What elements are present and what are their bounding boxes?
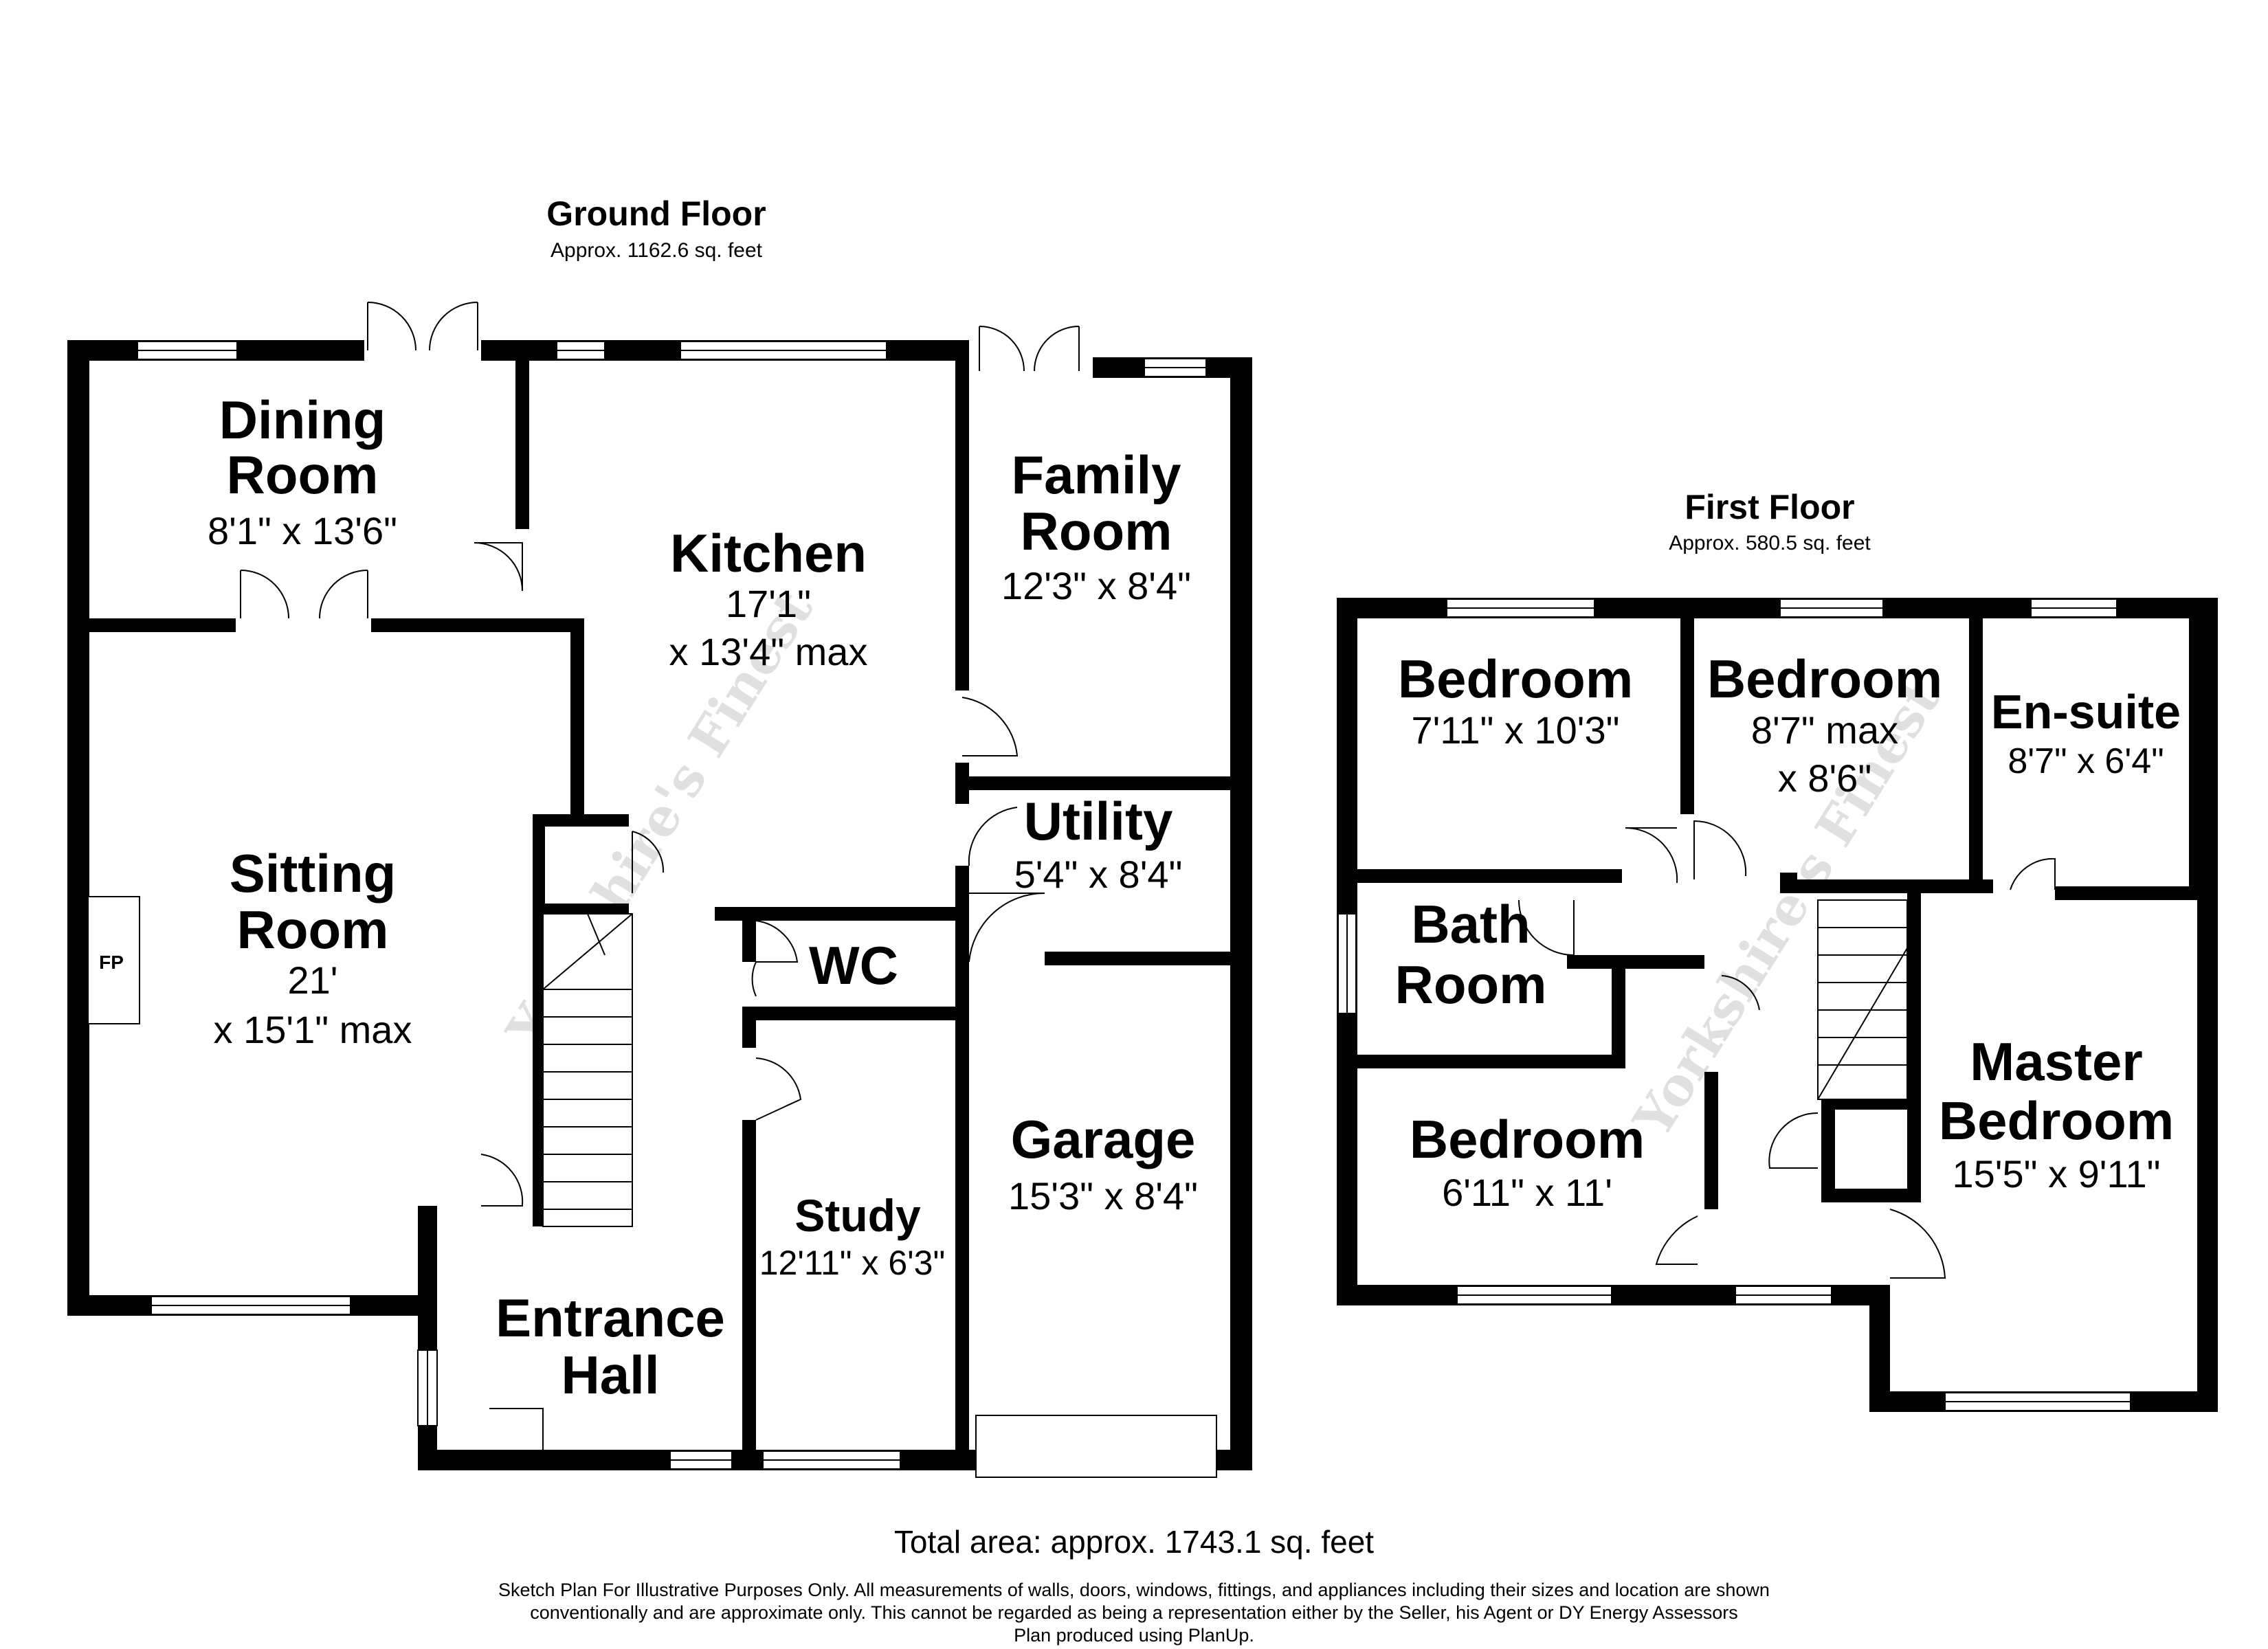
sitting-room-name-1: Sitting — [230, 843, 397, 904]
disclaimer-line-3: Plan produced using PlanUp. — [1014, 1625, 1254, 1646]
master-bedroom-name-2: Bedroom — [1939, 1090, 2174, 1151]
bedroom-3-size: 6'11" x 11' — [1442, 1171, 1612, 1214]
wc-name: WC — [809, 935, 898, 996]
dining-room-size: 8'1" x 13'6" — [208, 509, 397, 552]
master-bedroom-name-1: Master — [1970, 1031, 2142, 1092]
family-room-name-2: Room — [1021, 501, 1172, 561]
bedroom-1-size: 7'11" x 10'3" — [1412, 708, 1620, 752]
bath-room-name-2: Room — [1395, 954, 1547, 1015]
master-bedroom-size: 15'5" x 9'11" — [1953, 1152, 2161, 1196]
sitting-room-name-2: Room — [237, 899, 389, 960]
first-floor-title: First Floor — [1685, 488, 1854, 526]
first-floor-doors — [1518, 820, 2056, 1279]
first-floor-windows — [1337, 598, 2131, 1411]
total-area: Total area: approx. 1743.1 sq. feet — [894, 1524, 1374, 1560]
bedroom-2-size-1: 8'7" max — [1751, 708, 1898, 752]
ensuite-size: 8'7" x 6'4" — [2008, 741, 2164, 781]
entrance-hall-name-1: Entrance — [496, 1288, 725, 1348]
sitting-room-size-2: x 15'1" max — [214, 1008, 412, 1051]
first-floor-area: Approx. 580.5 sq. feet — [1669, 532, 1871, 554]
study-name: Study — [794, 1190, 921, 1241]
study-size: 12'11" x 6'3" — [759, 1244, 946, 1282]
first-floor-staircase — [1817, 899, 1908, 1100]
garage-name: Garage — [1011, 1109, 1196, 1169]
bedroom-2-size-2: x 8'6" — [1778, 756, 1871, 800]
kitchen-name: Kitchen — [670, 523, 867, 583]
dining-room-name-1: Dining — [219, 390, 386, 450]
utility-size: 5'4" x 8'4" — [1014, 853, 1183, 896]
ground-floor-labels: Ground Floor Approx. 1162.6 sq. feet Din… — [208, 194, 1198, 1405]
utility-name: Utility — [1024, 791, 1173, 851]
first-floor-labels: First Floor Approx. 580.5 sq. feet Bedro… — [1395, 488, 2181, 1214]
ground-floor-staircase — [542, 913, 633, 1227]
kitchen-size-2: x 13'4" max — [669, 630, 868, 673]
bath-room-name-1: Bath — [1411, 894, 1530, 954]
ground-floor-title: Ground Floor — [546, 194, 766, 233]
dining-room-name-2: Room — [227, 445, 379, 505]
family-room-name-1: Family — [1011, 445, 1181, 505]
ground-floor-doors — [240, 302, 1080, 1468]
bedroom-3-name: Bedroom — [1410, 1109, 1645, 1169]
sitting-room-size-1: 21' — [288, 958, 338, 1002]
disclaimer-line-2: conventionally and are approximate only.… — [530, 1602, 1738, 1623]
fireplace-label: FP — [99, 952, 124, 973]
ground-floor-windows — [137, 341, 1217, 1478]
ground-floor-area: Approx. 1162.6 sq. feet — [551, 239, 763, 262]
disclaimer-line-1: Sketch Plan For Illustrative Purposes On… — [498, 1580, 1770, 1600]
footer: Total area: approx. 1743.1 sq. feet Sket… — [498, 1524, 1770, 1646]
bedroom-1-name: Bedroom — [1398, 649, 1633, 709]
family-room-size: 12'3" x 8'4" — [1001, 564, 1191, 607]
garage-size: 15'3" x 8'4" — [1008, 1174, 1198, 1218]
ensuite-name: En-suite — [1991, 685, 2181, 739]
fireplace: FP — [87, 896, 140, 1024]
entrance-hall-name-2: Hall — [561, 1345, 659, 1405]
kitchen-size-1: 17'1" — [726, 582, 811, 625]
bedroom-2-name: Bedroom — [1707, 649, 1942, 709]
